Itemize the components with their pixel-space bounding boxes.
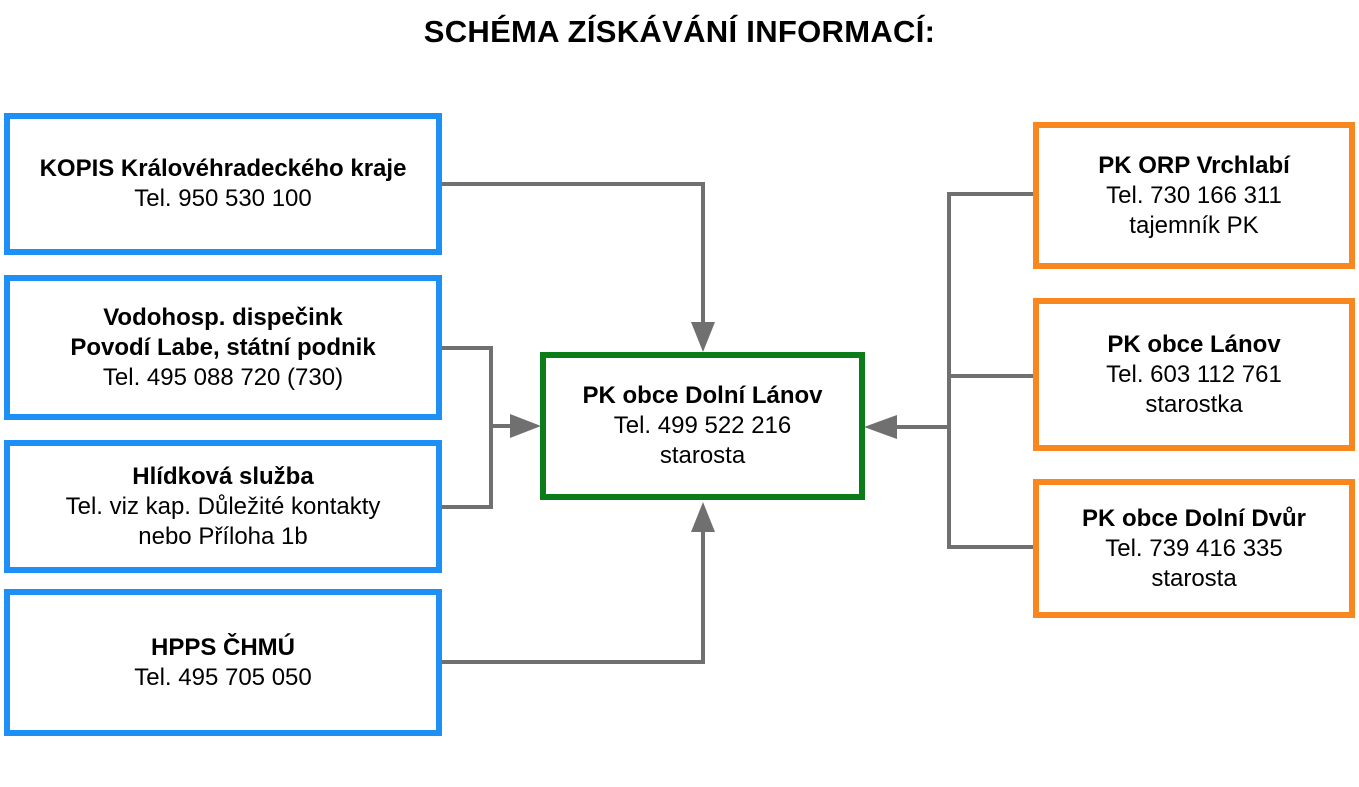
box-kopis-name: KOPIS Královéhradeckého kraje	[39, 155, 407, 182]
box-kopis-phone: Tel. 950 530 100	[134, 185, 312, 212]
box-vodohosp: Vodohosp. dispečink Povodí Labe, státní …	[4, 275, 442, 420]
arrowhead-top	[691, 322, 715, 352]
diagram-title: SCHÉMA ZÍSKÁVÁNÍ INFORMACÍ:	[423, 14, 936, 49]
box-lanov: PK obce Lánov Tel. 603 112 761 starostka	[1033, 298, 1355, 451]
connector-right-bus	[947, 192, 1035, 549]
arrowhead-right	[864, 415, 897, 439]
box-orp-vrchlabi-phone: Tel. 730 166 311	[1106, 181, 1282, 209]
arrowhead-left	[510, 414, 541, 438]
connector-hlidkova	[441, 426, 493, 509]
box-orp-vrchlabi: PK ORP Vrchlabí Tel. 730 166 311 tajemní…	[1033, 122, 1355, 269]
box-lanov-role: starostka	[1145, 390, 1243, 418]
box-orp-vrchlabi-name: PK ORP Vrchlabí	[1098, 151, 1290, 179]
box-lanov-name: PK obce Lánov	[1107, 330, 1281, 358]
connector-hpps	[441, 528, 705, 664]
box-hlidkova-name: Hlídková služba	[132, 462, 314, 490]
connector-kopis	[441, 182, 705, 328]
box-lanov-phone: Tel. 603 112 761	[1106, 360, 1282, 388]
box-hpps-phone: Tel. 495 705 050	[134, 663, 312, 691]
box-center-name: PK obce Dolní Lánov	[582, 382, 823, 409]
box-hpps: HPPS ČHMÚ Tel. 495 705 050	[4, 589, 442, 736]
box-vodohosp-org: Povodí Labe, státní podnik	[70, 333, 376, 361]
box-dolni-dvur-role: starosta	[1151, 564, 1237, 592]
box-hlidkova: Hlídková služba Tel. viz kap. Důležité k…	[4, 440, 442, 573]
box-center: PK obce Dolní Lánov Tel. 499 522 216 sta…	[540, 352, 865, 500]
box-kopis: KOPIS Královéhradeckého kraje Tel. 950 5…	[4, 113, 442, 255]
box-orp-vrchlabi-role: tajemník PK	[1129, 211, 1259, 239]
box-hlidkova-note: nebo Příloha 1b	[138, 522, 308, 550]
box-dolni-dvur-name: PK obce Dolní Dvůr	[1081, 504, 1307, 532]
connector-vodohosp	[441, 346, 493, 426]
box-dolni-dvur: PK obce Dolní Dvůr Tel. 739 416 335 star…	[1033, 479, 1355, 618]
box-vodohosp-name: Vodohosp. dispečink	[103, 303, 343, 331]
box-hlidkova-phone: Tel. viz kap. Důležité kontakty	[65, 492, 381, 520]
arrowhead-bottom	[691, 502, 715, 532]
box-center-role: starosta	[659, 442, 746, 469]
box-hpps-name: HPPS ČHMÚ	[150, 633, 295, 661]
box-dolni-dvur-phone: Tel. 739 416 335	[1105, 534, 1283, 562]
box-vodohosp-phone: Tel. 495 088 720 (730)	[102, 363, 344, 391]
box-center-phone: Tel. 499 522 216	[613, 412, 792, 439]
